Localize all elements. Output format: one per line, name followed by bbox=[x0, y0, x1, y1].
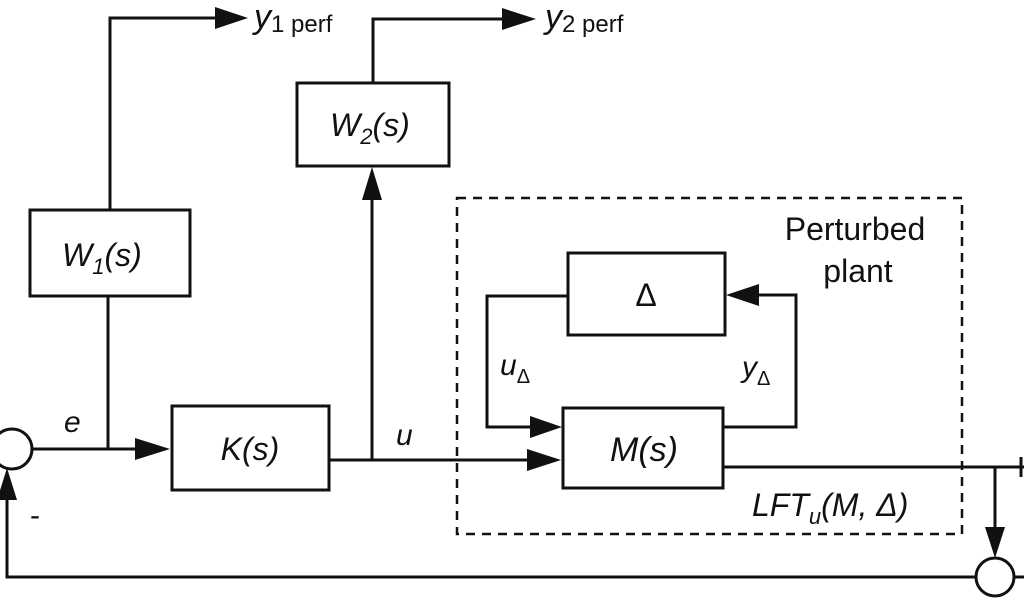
y1-perf-label: y1 perf bbox=[252, 0, 333, 38]
y-delta-label: yΔ bbox=[740, 351, 770, 390]
arrow-into-w2 bbox=[362, 167, 382, 200]
perturbed-plant-region bbox=[455, 196, 964, 536]
arrow-into-k bbox=[135, 438, 170, 460]
arrow-y2-perf bbox=[502, 8, 536, 30]
w1-label: W1(s) bbox=[62, 237, 142, 279]
w1-output-line bbox=[108, 16, 225, 210]
u-delta-label: uΔ bbox=[500, 349, 530, 388]
arrow-y-delta-into-delta bbox=[726, 284, 759, 306]
perturbed-label: Perturbed bbox=[785, 211, 926, 247]
arrow-y1-perf bbox=[215, 7, 248, 29]
k-block bbox=[170, 404, 331, 492]
k-label: K(s) bbox=[221, 431, 280, 467]
e-label: e bbox=[64, 406, 81, 439]
u-label: u bbox=[396, 419, 413, 452]
summing-junction-left bbox=[0, 427, 34, 471]
y2-perf-label: y2 perf bbox=[543, 0, 624, 38]
lft-label: LFTu(M, Δ) bbox=[752, 487, 908, 529]
summing-junction-right bbox=[974, 556, 1016, 598]
arrow-u-into-m bbox=[527, 449, 561, 471]
plant-label: plant bbox=[823, 253, 893, 289]
w2-output-line bbox=[371, 17, 510, 83]
delta-label: Δ bbox=[635, 277, 656, 313]
w2-block bbox=[295, 81, 451, 168]
arrow-u-delta-into-m bbox=[530, 416, 562, 438]
w2-label: W2(s) bbox=[330, 107, 410, 149]
feedback-line bbox=[5, 500, 976, 579]
m-block bbox=[561, 406, 725, 490]
y-delta-line bbox=[723, 293, 798, 429]
u-delta-line bbox=[485, 294, 568, 429]
arrow-feedback-into-junction bbox=[0, 468, 17, 500]
arrow-into-right-junction bbox=[985, 527, 1005, 558]
m-label: M(s) bbox=[610, 431, 678, 469]
delta-block bbox=[566, 251, 727, 337]
minus-sign-label: - bbox=[30, 499, 40, 532]
